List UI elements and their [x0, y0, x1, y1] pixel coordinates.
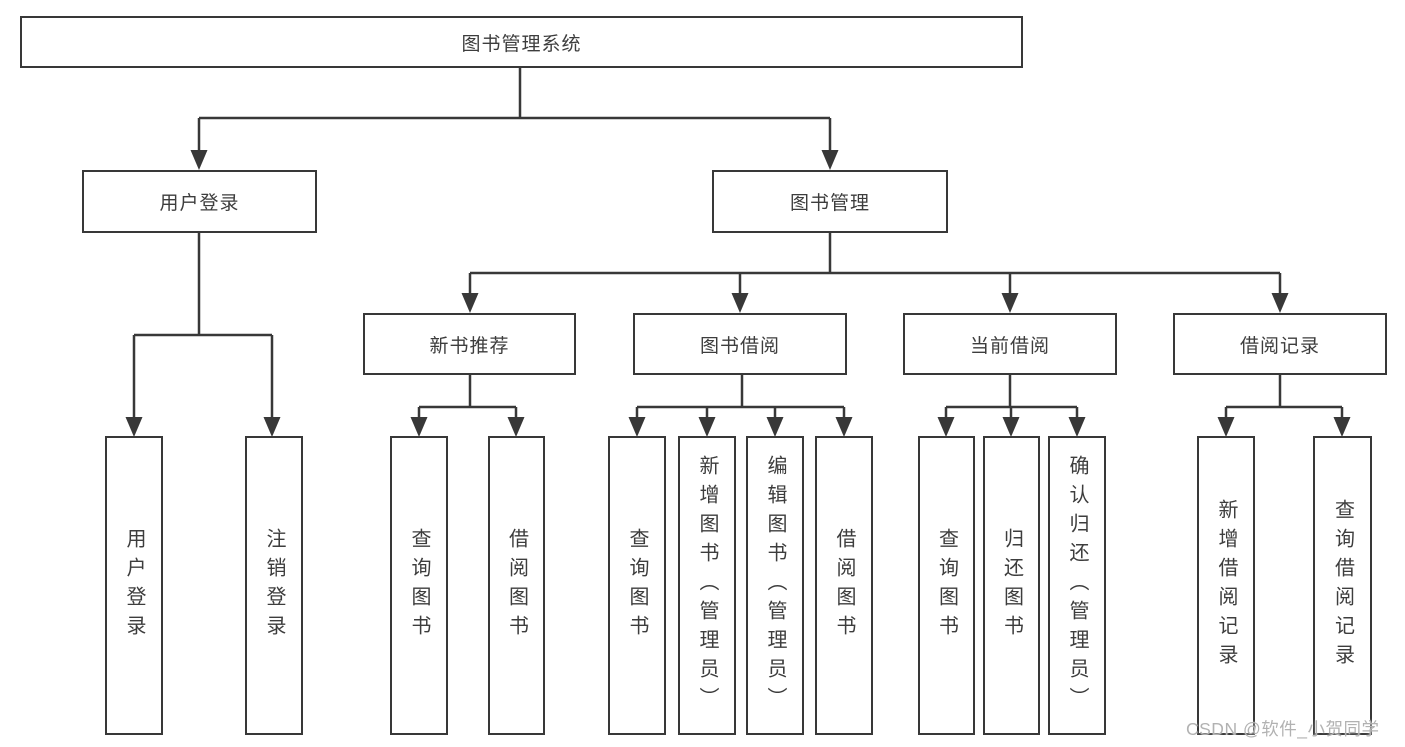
arrow-down-icon — [766, 417, 784, 437]
leaf-query-books-current: 查询图书 — [918, 436, 975, 735]
node-label: 查询图书 — [935, 527, 958, 644]
leaf-add-book-admin: 新增图书（管理员） — [678, 436, 736, 735]
arrow-down-icon — [835, 417, 853, 437]
arrow-down-icon — [698, 417, 716, 437]
node-label: 查询图书 — [626, 527, 648, 644]
node-book-borrow: 图书借阅 — [633, 313, 847, 375]
leaf-edit-book-admin: 编辑图书（管理员） — [746, 436, 804, 735]
leaf-user-login: 用户登录 — [105, 436, 163, 735]
node-borrow-records: 借阅记录 — [1173, 313, 1387, 375]
arrow-down-icon — [461, 293, 479, 313]
leaf-confirm-return-admin: 确认归还（管理员） — [1048, 436, 1106, 735]
node-label: 图书管理 — [789, 193, 870, 214]
node-current-borrow: 当前借阅 — [903, 313, 1117, 375]
node-label: 确认归还（管理员） — [1066, 455, 1088, 716]
arrow-down-icon — [1001, 293, 1019, 313]
arrow-down-icon — [125, 417, 143, 437]
arrow-down-icon — [190, 150, 208, 170]
arrow-down-icon — [821, 150, 839, 170]
leaf-add-borrow-record: 新增借阅记录 — [1197, 436, 1255, 735]
arrow-down-icon — [1002, 417, 1020, 437]
csdn-watermark: CSDN @软件_小贺同学 — [1186, 719, 1380, 739]
node-label: 图书管理系统 — [461, 33, 582, 55]
leaf-logout: 注销登录 — [245, 436, 303, 735]
node-label: 查询借阅记录 — [1331, 498, 1354, 673]
leaf-query-borrow-record: 查询借阅记录 — [1313, 436, 1372, 735]
node-label: 用户登录 — [159, 193, 240, 214]
node-label: 注销登录 — [263, 527, 285, 644]
node-user-login: 用户登录 — [82, 170, 317, 233]
arrow-down-icon — [1333, 417, 1351, 437]
node-label: 编辑图书（管理员） — [764, 455, 786, 716]
node-book-management: 图书管理 — [712, 170, 948, 233]
arrow-down-icon — [1068, 417, 1086, 437]
node-label: 新增借阅记录 — [1215, 498, 1237, 673]
node-label: 用户登录 — [123, 527, 145, 644]
leaf-borrow-books: 借阅图书 — [815, 436, 873, 735]
leaf-return-book: 归还图书 — [983, 436, 1040, 735]
node-label: 借阅图书 — [505, 527, 528, 644]
node-label: 新书推荐 — [429, 335, 510, 357]
arrow-down-icon — [410, 417, 428, 437]
arrow-down-icon — [507, 417, 525, 437]
node-label: 图书借阅 — [699, 335, 780, 357]
node-label: 借阅图书 — [833, 527, 855, 644]
arrow-down-icon — [628, 417, 646, 437]
node-label: 借阅记录 — [1239, 335, 1320, 357]
arrow-down-icon — [731, 293, 749, 313]
arrow-down-icon — [937, 417, 955, 437]
leaf-query-books-recommend: 查询图书 — [390, 436, 448, 735]
node-label: 新增图书（管理员） — [696, 455, 718, 716]
node-label: 当前借阅 — [969, 335, 1050, 357]
node-library-management-system: 图书管理系统 — [20, 16, 1023, 68]
arrow-down-icon — [1217, 417, 1235, 437]
node-new-book-recommend: 新书推荐 — [363, 313, 576, 375]
arrow-down-icon — [263, 417, 281, 437]
node-label: 查询图书 — [408, 527, 430, 644]
node-label: 归还图书 — [1000, 527, 1023, 644]
leaf-borrow-books-recommend: 借阅图书 — [488, 436, 545, 735]
arrow-down-icon — [1271, 293, 1289, 313]
leaf-query-books-borrow: 查询图书 — [608, 436, 666, 735]
